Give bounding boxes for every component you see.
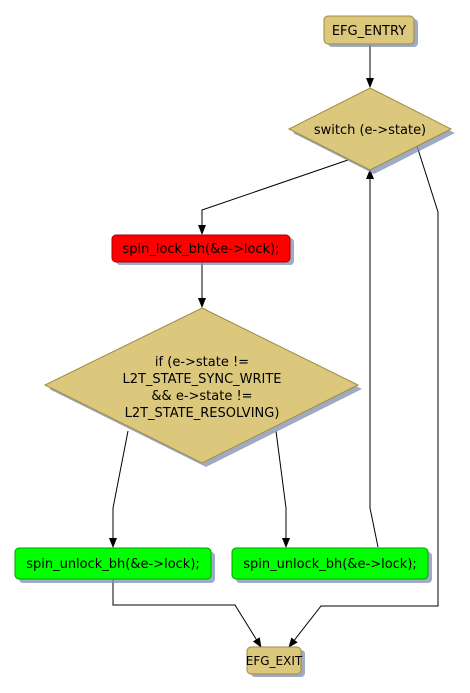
spin-lock-label: spin_lock_bh(&e->lock); <box>122 242 279 257</box>
switch-diamond <box>287 87 453 171</box>
switch-node: switch (e->state) <box>287 87 455 174</box>
condition-node: if (e->state != L2T_STATE_SYNC_WRITE && … <box>43 307 362 467</box>
entry-label: EFG_ENTRY <box>332 24 406 39</box>
exit-label: EFG_EXIT <box>246 654 303 668</box>
unlock-right-box <box>231 547 429 580</box>
edge-condition-to-unlock-right <box>275 430 290 548</box>
condition-line-2: L2T_STATE_SYNC_WRITE <box>122 372 281 387</box>
condition-line-3: && e->state != <box>151 389 252 404</box>
edge-switch-to-spin-lock <box>198 159 349 235</box>
exit-node: EFG_EXIT <box>246 646 305 677</box>
spin-lock-box <box>111 234 291 263</box>
exit-box <box>246 646 302 675</box>
edge-unlock-left-to-exit <box>112 580 262 648</box>
unlock-left-label: spin_unlock_bh(&e->lock); <box>26 557 200 572</box>
entry-box <box>323 15 415 45</box>
unlock-left-node: spin_unlock_bh(&e->lock); <box>14 547 215 583</box>
unlock-right-label: spin_unlock_bh(&e->lock); <box>243 557 417 572</box>
entry-node: EFG_ENTRY <box>323 15 418 47</box>
edge-condition-to-unlock-left <box>109 430 129 548</box>
condition-diamond <box>43 307 360 464</box>
unlock-right-node: spin_unlock_bh(&e->lock); <box>231 547 432 583</box>
unlock-left-box <box>14 547 212 580</box>
switch-label: switch (e->state) <box>314 123 426 138</box>
spin-lock-node: spin_lock_bh(&e->lock); <box>111 234 294 265</box>
edge-unlock-right-to-switch <box>366 169 379 548</box>
edges <box>109 45 439 648</box>
condition-line-1: if (e->state != <box>155 355 249 370</box>
edge-switch-to-exit <box>288 145 439 648</box>
condition-line-4: L2T_STATE_RESOLVING) <box>125 406 280 421</box>
